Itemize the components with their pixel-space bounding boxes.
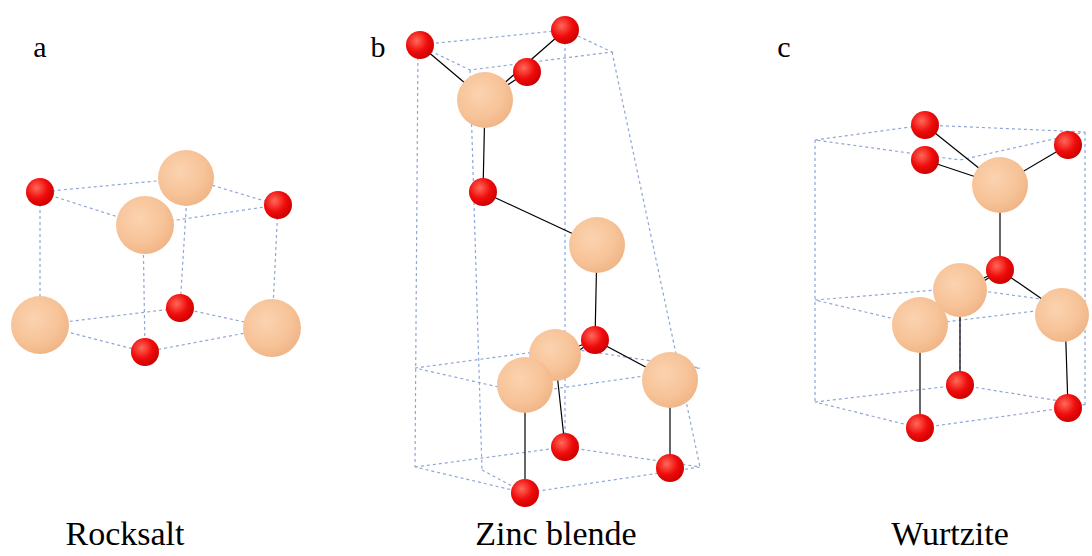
- anion-atom: [551, 433, 579, 461]
- anion-atom: [406, 31, 434, 59]
- anion-atom: [986, 256, 1014, 284]
- cation-atom: [892, 297, 948, 353]
- unit-cell-edge: [418, 30, 612, 70]
- anion-atom: [551, 16, 579, 44]
- cation-atom: [972, 157, 1028, 213]
- unit-cell-edge: [470, 70, 482, 470]
- cation-atom: [497, 357, 553, 413]
- crystal-panel: [815, 111, 1089, 442]
- anion-atom: [166, 294, 194, 322]
- anion-atom: [581, 326, 609, 354]
- unit-cell-edge: [1084, 132, 1085, 405]
- crystal-panel: [406, 16, 700, 507]
- cation-atom: [11, 296, 69, 354]
- cation-atom: [243, 299, 301, 357]
- anion-atom: [1054, 394, 1082, 422]
- cation-atom: [569, 217, 625, 273]
- anion-atom: [513, 58, 541, 86]
- cation-atom: [642, 352, 698, 408]
- unit-cell-edge: [564, 30, 565, 447]
- anion-atom: [469, 178, 497, 206]
- structure-name: Rocksalt: [66, 515, 185, 552]
- unit-cell-edge: [815, 125, 1085, 160]
- anion-atom: [511, 479, 539, 507]
- cation-atom: [116, 196, 174, 254]
- cation-atom: [457, 72, 513, 128]
- anion-atom: [946, 371, 974, 399]
- anion-atom: [131, 338, 159, 366]
- cation-atom: [1035, 288, 1089, 342]
- panel-letter: a: [33, 30, 46, 63]
- anion-atom: [656, 454, 684, 482]
- unit-cell-edge: [415, 45, 418, 467]
- cation-atom: [158, 150, 214, 206]
- anion-atom: [911, 111, 939, 139]
- panel-letter: b: [371, 30, 386, 63]
- unit-cell-edge: [814, 140, 815, 402]
- structure-name: Zinc blende: [475, 515, 636, 552]
- anion-atom: [906, 414, 934, 442]
- crystal-panel: [11, 150, 301, 366]
- unit-cell-edge: [612, 52, 700, 467]
- panel-letter: c: [777, 30, 790, 63]
- structure-name: Wurtzite: [891, 515, 1009, 552]
- anion-atom: [1054, 131, 1082, 159]
- anion-atom: [264, 191, 292, 219]
- anion-atom: [26, 178, 54, 206]
- anion-atom: [911, 146, 939, 174]
